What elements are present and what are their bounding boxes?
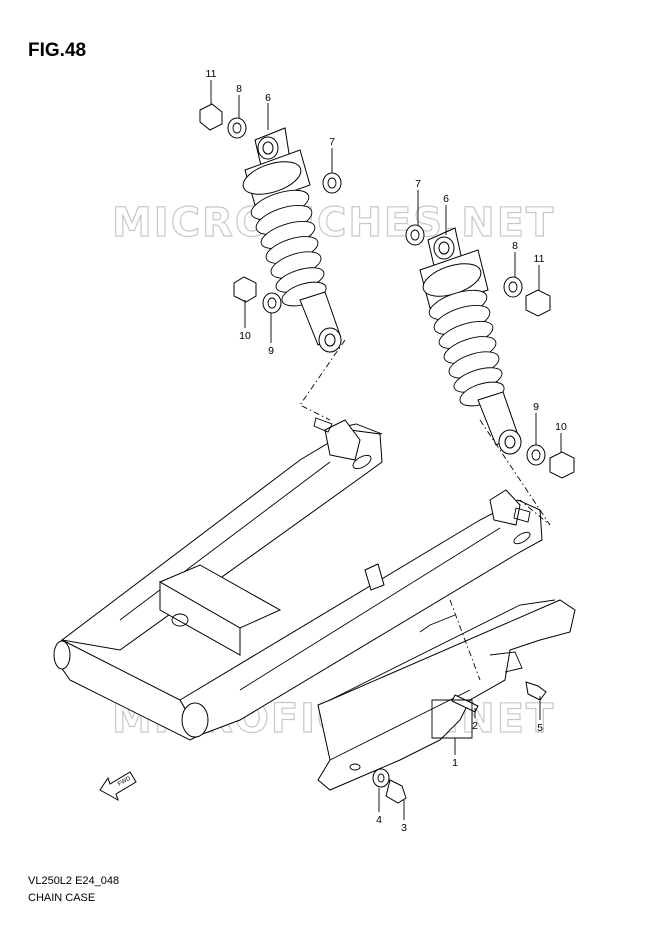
left-shock-spring bbox=[250, 189, 327, 307]
callout-11-right: 11 bbox=[534, 253, 545, 265]
figure-caption: CHAIN CASE bbox=[28, 892, 96, 904]
washer-8-left bbox=[227, 117, 247, 139]
right-rear-shock bbox=[405, 224, 575, 526]
callout-9-right: 9 bbox=[533, 401, 539, 413]
washer-9-right bbox=[526, 444, 546, 466]
swingarm bbox=[53, 419, 543, 741]
callout-7-left: 7 bbox=[329, 136, 335, 148]
callout-8-right: 8 bbox=[512, 240, 518, 252]
washer-9-left bbox=[262, 292, 282, 314]
callout-1: 1 bbox=[452, 757, 458, 769]
nut-10-right bbox=[549, 451, 575, 479]
callout-numbers: 11 8 6 7 10 9 7 6 8 11 9 10 1 2 3 4 5 bbox=[206, 68, 567, 834]
chain-case bbox=[317, 599, 576, 791]
callout-6-right: 6 bbox=[443, 193, 449, 205]
callout-8-left: 8 bbox=[236, 83, 242, 95]
callout-10-left: 10 bbox=[239, 330, 251, 342]
callout-4: 4 bbox=[376, 814, 382, 826]
right-shock-spring bbox=[428, 289, 505, 407]
callout-5: 5 bbox=[537, 722, 543, 734]
nut-11-right bbox=[525, 289, 551, 317]
callout-9-left: 9 bbox=[268, 345, 274, 357]
forward-direction-arrow: FWD bbox=[99, 771, 137, 802]
left-rear-shock bbox=[199, 103, 346, 433]
callout-11-left: 11 bbox=[206, 68, 217, 80]
callout-7-right: 7 bbox=[415, 178, 421, 190]
callout-6-left: 6 bbox=[265, 92, 271, 104]
figure-code: VL250L2 E24_048 bbox=[28, 875, 120, 887]
nut-10-left bbox=[233, 276, 257, 303]
washer-4 bbox=[372, 768, 390, 788]
washer-7-right bbox=[405, 224, 425, 246]
callout-3: 3 bbox=[401, 822, 407, 834]
figure-title: FIG.48 bbox=[28, 40, 87, 61]
bolt-3 bbox=[385, 779, 407, 804]
callout-10-right: 10 bbox=[555, 421, 567, 433]
nut-11-left bbox=[199, 103, 223, 131]
callout-leaders bbox=[210, 80, 562, 820]
washer-7-left bbox=[322, 172, 342, 194]
chain-case-fasteners bbox=[372, 599, 547, 804]
bolt-5 bbox=[525, 681, 547, 701]
callout-2: 2 bbox=[472, 720, 478, 732]
washer-8-right bbox=[503, 276, 523, 298]
watermark-top: MICROFICHES.NET bbox=[112, 200, 555, 246]
